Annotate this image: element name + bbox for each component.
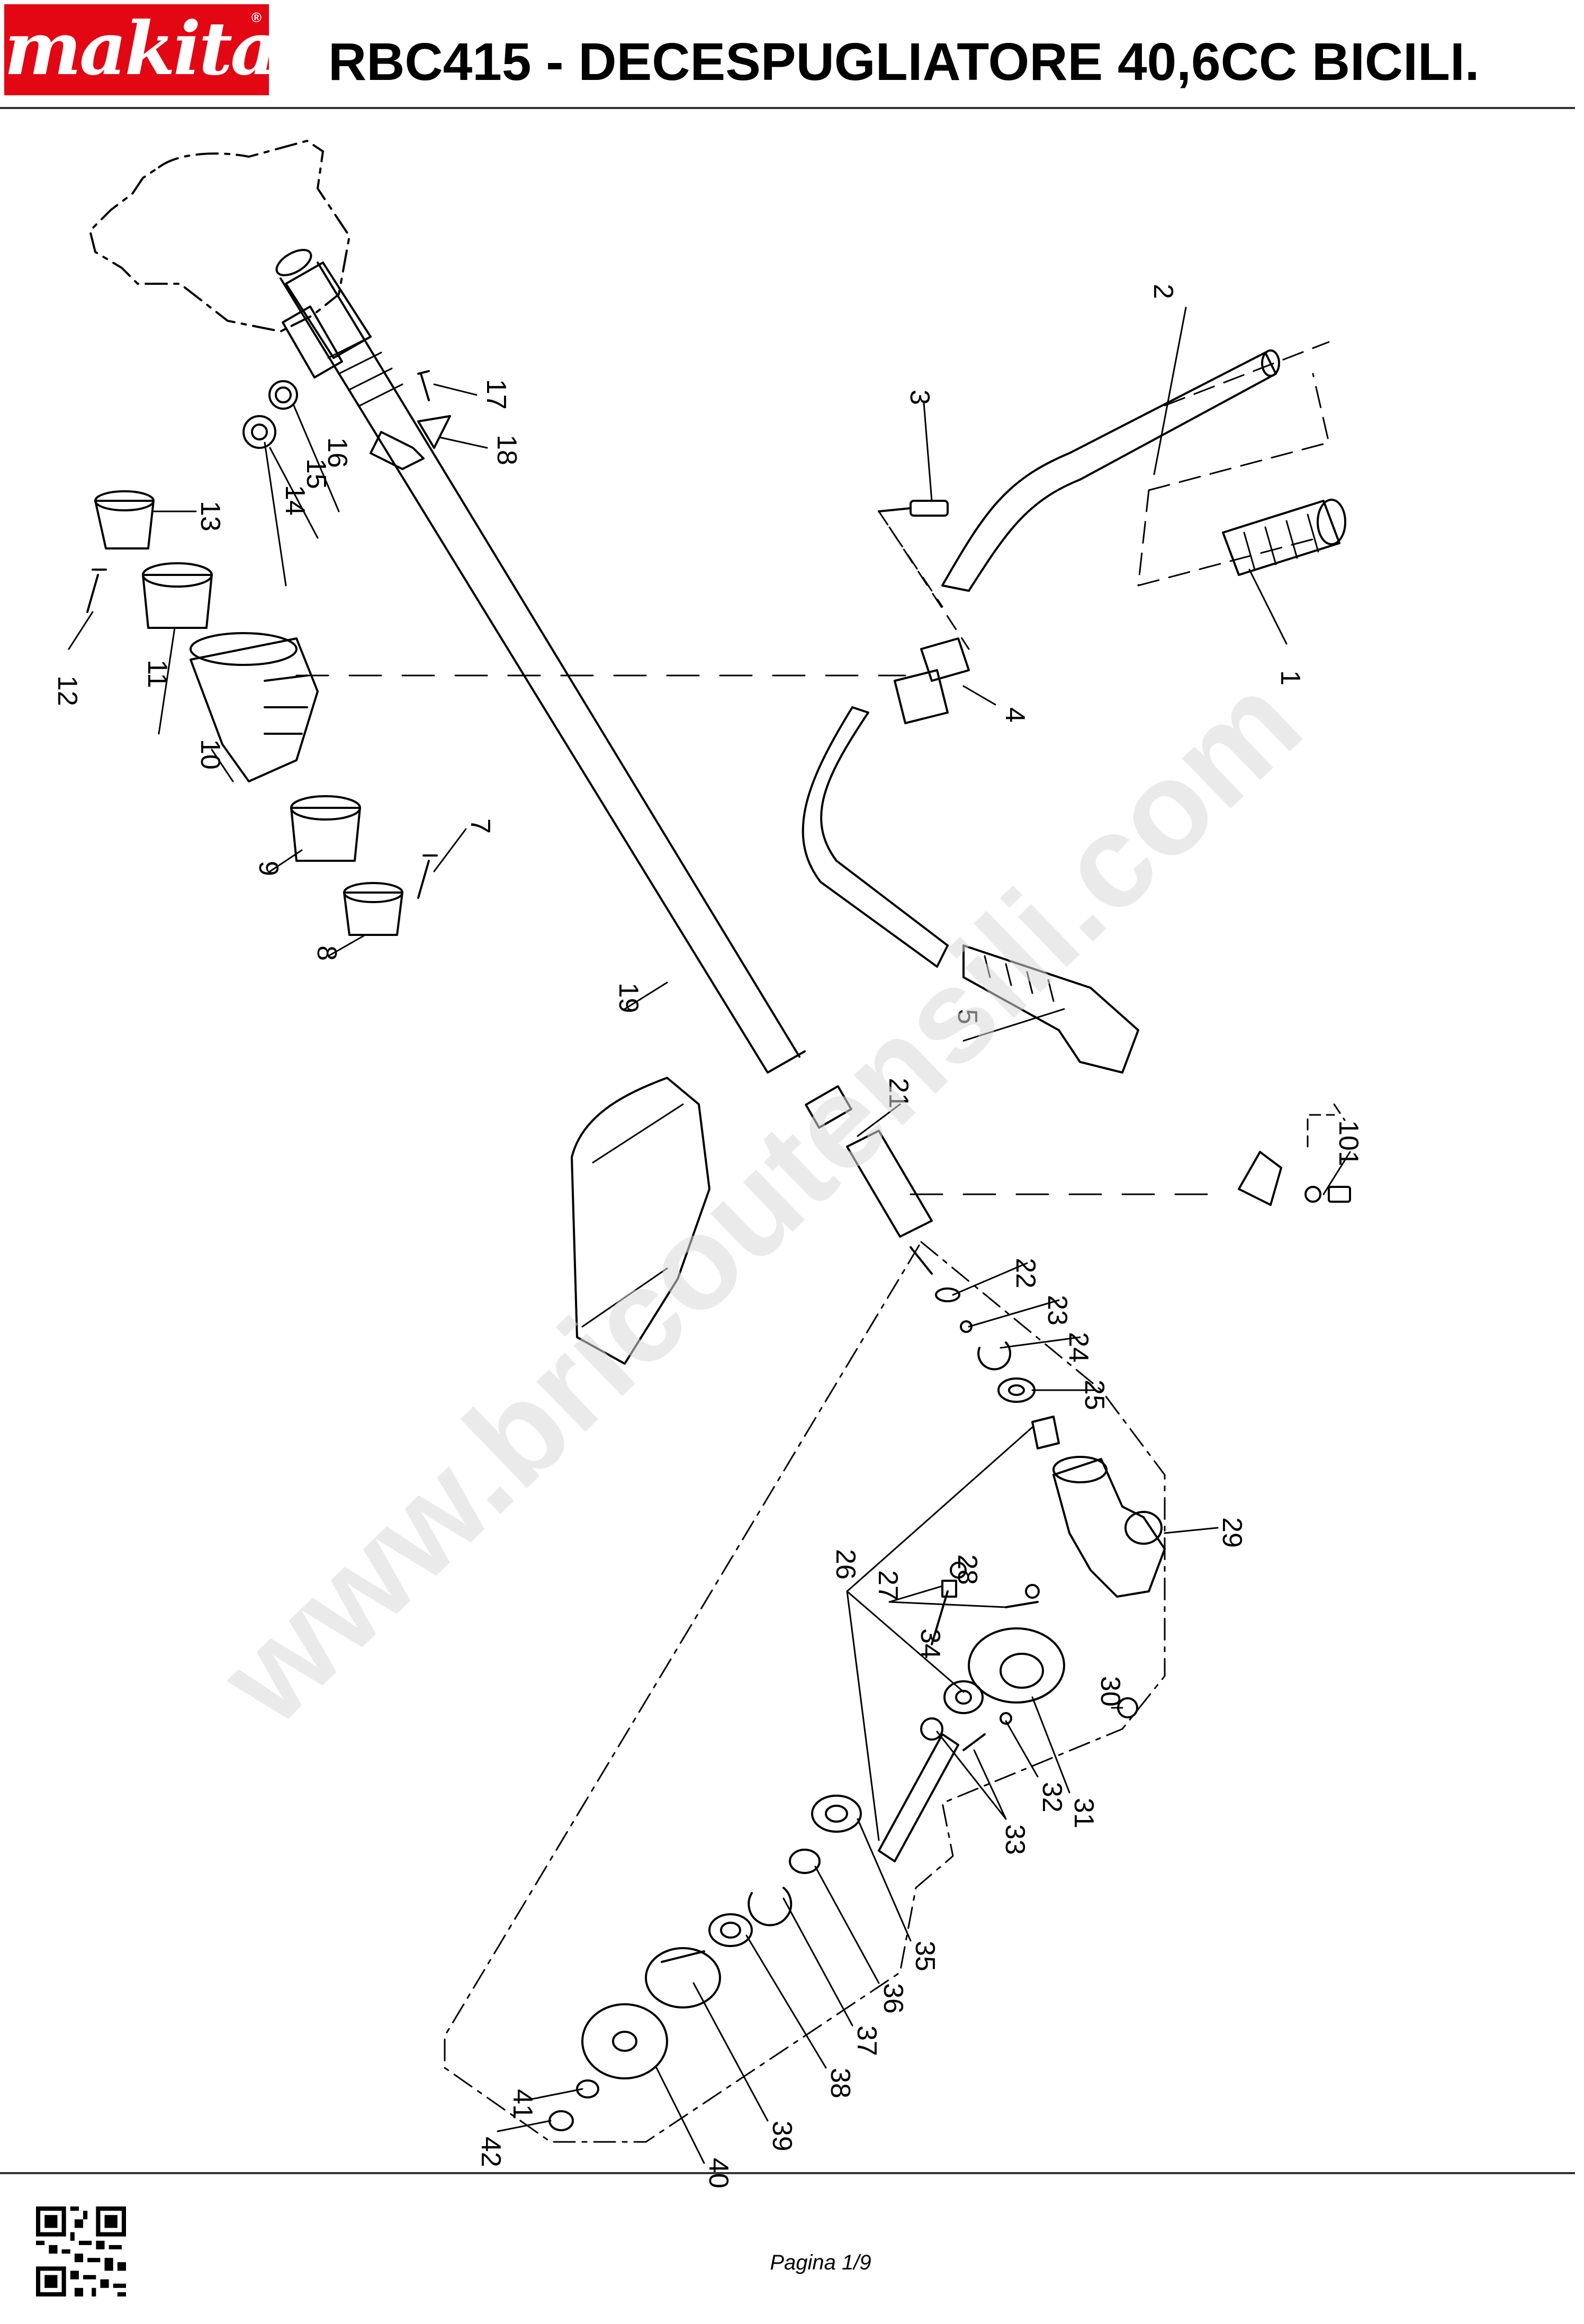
part-label: 27 <box>872 1570 903 1601</box>
part-label: 101 <box>1333 1120 1364 1166</box>
part-label: 31 <box>1068 1798 1099 1828</box>
part-label: 30 <box>1095 1676 1126 1707</box>
part-label: 1 <box>1275 670 1306 686</box>
nut-42 <box>548 2110 574 2131</box>
part-label: 5 <box>952 1009 983 1024</box>
part-15 <box>242 415 276 449</box>
part-label: 17 <box>481 379 511 410</box>
part-label: 3 <box>904 390 935 405</box>
bearing-25 <box>997 1377 1036 1403</box>
part-label: 9 <box>253 861 284 876</box>
shaft-26 <box>878 1733 959 1862</box>
part-label: 4 <box>1000 707 1030 723</box>
part-label: 38 <box>825 2068 856 2098</box>
part-label: 22 <box>1010 1258 1041 1289</box>
part-label: 23 <box>1042 1295 1073 1326</box>
handlebar-clamp-4 <box>894 637 970 724</box>
screw-17 <box>417 370 430 401</box>
screw-3 <box>878 500 949 517</box>
handlebar-left-5 <box>802 706 1139 1074</box>
screw-12 <box>86 569 107 613</box>
part-label: 32 <box>1037 1782 1067 1813</box>
circlip-37 <box>748 1887 793 1926</box>
part-label: 28 <box>952 1554 983 1585</box>
handle-clamp-13 <box>94 490 155 550</box>
part-label: 37 <box>851 2025 882 2056</box>
exploded-parts-diagram: 1 2 3 4 5 7 8 9 10 11 12 13 14 15 16 17 … <box>52 140 1364 2188</box>
part-label: 39 <box>767 2121 797 2151</box>
washer-41 <box>576 2079 599 2098</box>
qr-code <box>36 2206 126 2296</box>
part-label: 14 <box>280 485 310 516</box>
bushing-9 <box>290 795 361 862</box>
engine-outline <box>89 140 350 332</box>
logo-registered-mark: ® <box>251 10 262 25</box>
washer-36 <box>789 1849 821 1874</box>
part-label: 41 <box>507 2089 538 2120</box>
grip-1 <box>1222 499 1346 576</box>
screw-7 <box>417 854 438 899</box>
part-label: 29 <box>1217 1517 1247 1548</box>
part-label: 25 <box>1079 1380 1110 1410</box>
part-label: 8 <box>311 945 342 961</box>
nut-33 <box>920 1717 943 1741</box>
page-title: RBC415 - DECESPUGLIATORE 40,6CC BICILI. <box>328 32 1480 92</box>
clamp-18 <box>370 415 451 470</box>
bearing-35 <box>811 1795 862 1833</box>
washer-22 <box>935 1287 960 1302</box>
handle-mount-10 <box>190 632 319 782</box>
gear-head-group-outline <box>444 1241 1166 2143</box>
footer-divider <box>0 2172 1575 2174</box>
holder-39 <box>645 1947 721 2008</box>
page-number: Pagina 1/9 <box>770 2251 871 2274</box>
circlip-24 <box>977 1341 1012 1371</box>
part-label: 24 <box>1063 1332 1094 1363</box>
part-label: 16 <box>322 437 353 468</box>
part-label: 21 <box>883 1078 914 1109</box>
screw-27 <box>931 1580 957 1645</box>
logo-text: makita <box>4 5 278 92</box>
part-label: 11 <box>142 660 173 688</box>
shaft-upper-tube <box>275 249 403 407</box>
gear-26-top <box>1031 1416 1060 1449</box>
part-label: 15 <box>301 458 331 489</box>
bearing-38 <box>708 1913 753 1947</box>
part-label: 36 <box>878 1983 908 2014</box>
bracket-101 <box>1238 1103 1351 1206</box>
screw-33b <box>962 1733 986 1751</box>
part-16 <box>268 380 298 410</box>
part-label: 34 <box>915 1628 946 1659</box>
bushing-11 <box>142 562 213 629</box>
part-label: 13 <box>195 501 226 532</box>
clamp-8 <box>343 882 403 936</box>
cup-40 <box>581 2003 668 2079</box>
part-label: 12 <box>52 675 83 706</box>
washer-32 <box>1000 1712 1012 1725</box>
header-divider <box>0 107 1575 109</box>
part-label: 10 <box>195 739 226 770</box>
part-label: 33 <box>1000 1824 1030 1855</box>
gear-34 <box>943 1680 984 1714</box>
part-label: 35 <box>910 1941 940 1971</box>
part-label: 2 <box>1148 284 1178 299</box>
part-label: 18 <box>491 435 522 465</box>
blade-guard <box>571 1077 710 1365</box>
part-label: 42 <box>475 2137 506 2167</box>
makita-logo: makita ® <box>4 4 278 95</box>
gear-case-29 <box>1052 1456 1166 1598</box>
handlebar-right <box>941 349 1280 592</box>
washer-28 <box>950 1562 967 1579</box>
leader-lines <box>68 307 1351 2164</box>
part-label: 7 <box>465 818 496 834</box>
part-label: 19 <box>613 983 644 1013</box>
coupling-21 <box>805 1085 933 1275</box>
part-label: 26 <box>830 1549 861 1580</box>
plate-31 <box>968 1627 1065 1704</box>
screw-27b <box>1005 1584 1040 1608</box>
